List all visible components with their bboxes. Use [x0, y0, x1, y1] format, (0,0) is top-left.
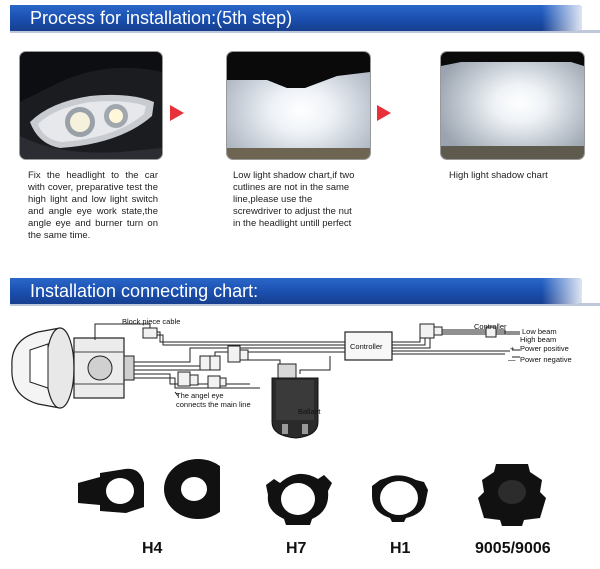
- 9005-9006-label: 9005/9006: [475, 540, 551, 557]
- banner-underline: [10, 303, 600, 306]
- projector-lens-icon: [11, 327, 135, 409]
- h7-adapter-icon: [266, 473, 332, 525]
- block-piece-cable-label: Block piece cable: [122, 317, 180, 326]
- high-beam-photo: [441, 52, 584, 159]
- step-banner-title: Process for installation:(5th step): [30, 8, 293, 28]
- power-negative-sign: —: [508, 355, 516, 364]
- h7-label: H7: [286, 540, 307, 557]
- banner-underline: [10, 30, 600, 33]
- headlight-photo: [20, 52, 162, 159]
- power-positive-sign: +: [510, 344, 515, 353]
- power-negative-label: Power negative: [520, 355, 572, 364]
- low-beam-label: Low beam: [522, 327, 557, 336]
- controller-box-label: Controller: [350, 342, 383, 351]
- h4-adapter-icon: [78, 459, 220, 519]
- controller-box: [344, 331, 393, 361]
- step-3-caption: High light shadow chart: [449, 170, 548, 181]
- angel-eye-label-line1: The angel eye: [176, 391, 224, 400]
- controller-tag-label: Controller: [474, 322, 507, 331]
- high-beam-label: High beam: [520, 335, 556, 344]
- arrow-right-icon: [377, 105, 391, 121]
- angel-eye-label-line2: connects the main line: [176, 400, 251, 409]
- connect-banner: Installation connecting chart:: [10, 278, 582, 304]
- step-2-caption: Low light shadow chart,if two cutlines a…: [233, 170, 355, 229]
- ballast-icon: [271, 363, 319, 439]
- h1-adapter-icon: [372, 475, 428, 522]
- step-banner: Process for installation:(5th step): [10, 5, 582, 31]
- wiring-diagram: Block piece cable Controller Controller …: [11, 317, 572, 439]
- low-beam-photo: [227, 52, 370, 159]
- h4-label: H4: [142, 540, 163, 557]
- connect-banner-title: Installation connecting chart:: [30, 281, 259, 301]
- power-positive-label: Power positive: [520, 344, 569, 353]
- ballast-label: Ballast: [298, 407, 321, 416]
- 9005-9006-adapter-icon: [478, 464, 546, 526]
- arrow-right-icon: [170, 105, 184, 121]
- h1-label: H1: [390, 540, 411, 557]
- step-1-caption: Fix the headlight to the car with cover,…: [28, 170, 158, 241]
